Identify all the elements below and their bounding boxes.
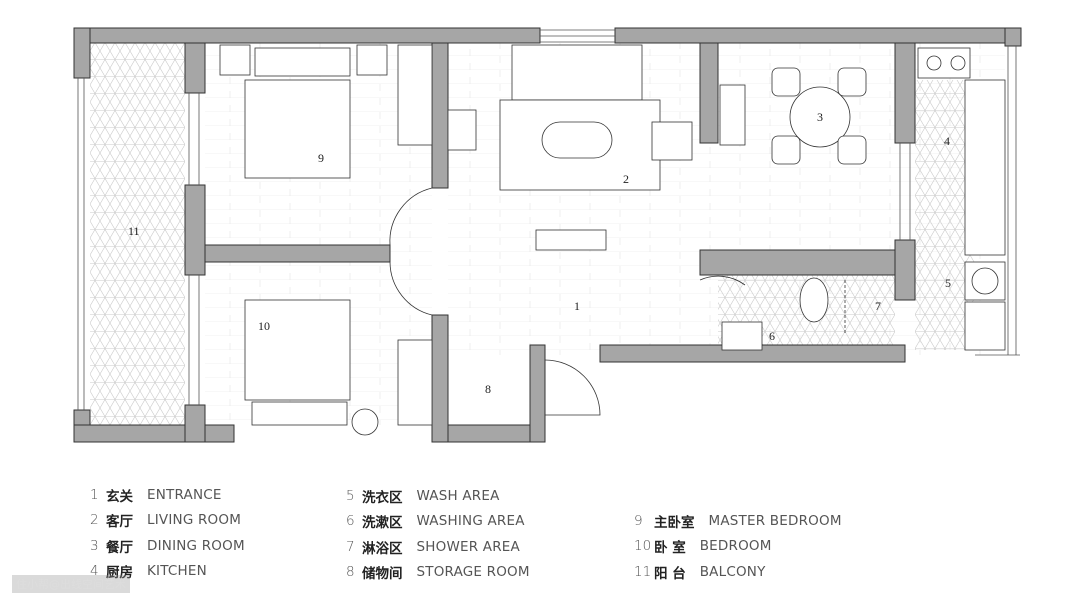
legend-zh: 玄关 xyxy=(106,488,133,505)
legend-en: ENTRANCE xyxy=(147,486,222,503)
legend-zh: 厨房 xyxy=(106,565,133,582)
legend-item: 3 餐厅 DINING ROOM xyxy=(90,533,245,559)
legend-zh: 卧 室 xyxy=(654,540,686,557)
legend-number: 11 xyxy=(634,563,652,580)
room-labels: 1 2 3 4 5 6 7 8 9 10 11 xyxy=(128,110,951,396)
room-label-8: 8 xyxy=(485,382,491,396)
legend-zh: 主卧室 xyxy=(654,514,695,531)
legend-number: 3 xyxy=(90,537,99,554)
room-label-11: 11 xyxy=(128,224,140,238)
legend-number: 7 xyxy=(346,538,355,555)
legend-number: 1 xyxy=(90,486,99,503)
room-label-3: 3 xyxy=(817,110,823,124)
legend-number: 5 xyxy=(346,487,355,504)
legend-zh: 阳 台 xyxy=(654,565,686,582)
watermark: 住小帮@出线空间艺术 xyxy=(12,575,130,593)
legend-item: 6 洗漱区 WASHING AREA xyxy=(346,509,530,535)
legend-zh: 洗漱区 xyxy=(362,515,403,532)
legend-item: 5 洗衣区 WASH AREA xyxy=(346,483,530,509)
legend-column-2: 5 洗衣区 WASH AREA 6 洗漱区 WASHING AREA 7 淋浴区 SHOWE… xyxy=(346,483,530,585)
legend-item: 8 储物间 STORAGE ROOM xyxy=(346,560,530,586)
legend-item: 7 淋浴区 SHOWER AREA xyxy=(346,534,530,560)
room-label-10: 10 xyxy=(258,319,270,333)
room-label-4: 4 xyxy=(944,134,950,148)
room-label-6: 6 xyxy=(769,329,775,343)
legend-en: BALCONY xyxy=(699,563,766,580)
legend-item: 4 厨房 KITCHEN xyxy=(90,559,245,585)
legend-number: 8 xyxy=(346,564,355,581)
legend-en: KITCHEN xyxy=(147,563,207,580)
furniture xyxy=(219,44,1006,436)
room-label-1: 1 xyxy=(574,299,580,313)
windows xyxy=(77,29,1020,410)
legend-en: LIVING ROOM xyxy=(147,512,242,529)
room-label-5: 5 xyxy=(945,276,951,290)
legend-en: SHOWER AREA xyxy=(416,538,520,555)
legend-en: STORAGE ROOM xyxy=(416,564,530,581)
walls xyxy=(73,27,1022,443)
floor-plan: 1 2 3 4 5 6 7 8 9 10 11 xyxy=(73,27,1022,443)
legend-item: 9 主卧室 MASTER BEDROOM xyxy=(634,508,842,534)
legend-number: 2 xyxy=(90,512,99,529)
room-label-7: 7 xyxy=(875,299,881,313)
legend-item: 1 玄关 ENTRANCE xyxy=(90,482,245,508)
room-label-2: 2 xyxy=(623,172,629,186)
legend-zh: 餐厅 xyxy=(106,539,133,556)
legend-column-1: 1 玄关 ENTRANCE 2 客厅 LIVING ROOM 3 餐厅 DINING ROO… xyxy=(90,482,245,584)
legend-number: 6 xyxy=(346,513,355,530)
legend-zh: 洗衣区 xyxy=(362,489,403,506)
legend-en: BEDROOM xyxy=(699,538,772,555)
legend-en: WASHING AREA xyxy=(416,513,525,530)
legend-zh: 储物间 xyxy=(362,566,403,583)
legend-item: 2 客厅 LIVING ROOM xyxy=(90,508,245,534)
legend-zh: 客厅 xyxy=(106,514,133,531)
legend-en: MASTER BEDROOM xyxy=(708,512,842,529)
legend-en: DINING ROOM xyxy=(147,537,245,554)
room-label-9: 9 xyxy=(318,151,324,165)
legend-en: WASH AREA xyxy=(416,487,500,504)
legend-zh: 淋浴区 xyxy=(362,540,403,557)
doors xyxy=(389,187,746,416)
legend-number: 10 xyxy=(634,538,652,555)
legend-number: 4 xyxy=(90,563,99,580)
legend-number: 9 xyxy=(634,512,643,529)
